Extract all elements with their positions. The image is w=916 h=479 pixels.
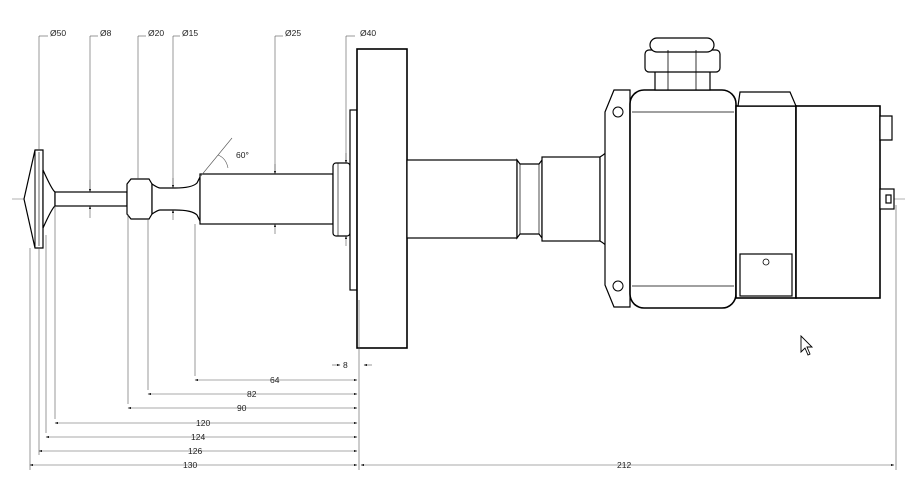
dim-label-126: 126 (188, 446, 202, 456)
flange (356, 48, 408, 349)
dim-label-d50: Ø50 (50, 28, 66, 38)
dim-label-90: 90 (237, 403, 247, 413)
mouse-pointer-icon (800, 334, 814, 356)
dim-label-64: 64 (270, 375, 280, 385)
angle-label: 60° (236, 150, 249, 160)
dim-label-212: 212 (617, 460, 631, 470)
dim-label-d15: Ø15 (182, 28, 198, 38)
housing-neck (406, 137, 613, 261)
dim-label-d40: Ø40 (360, 28, 376, 38)
dim-label-120: 120 (196, 418, 210, 428)
probe-paddle (23, 109, 358, 291)
dim-label-d25: Ø25 (285, 28, 301, 38)
dim-label-8: 8 (343, 360, 348, 370)
dim-label-130: 130 (183, 460, 197, 470)
dimension-lines (29, 35, 897, 470)
housing (604, 37, 895, 309)
dim-label-d20: Ø20 (148, 28, 164, 38)
dim-label-82: 82 (247, 389, 257, 399)
dim-label-d8: Ø8 (100, 28, 112, 38)
dim-label-124: 124 (191, 432, 205, 442)
